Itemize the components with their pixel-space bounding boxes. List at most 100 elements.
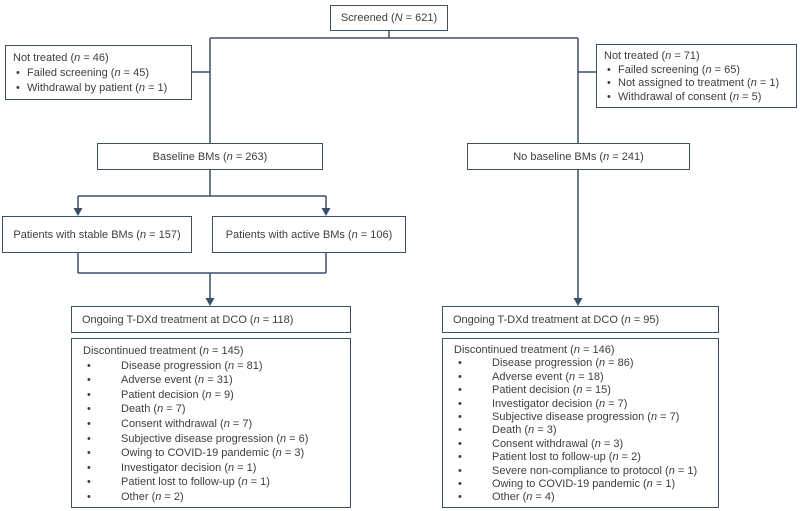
list-item-text: Owing to COVID-19 pandemic (n = 1) (492, 478, 676, 491)
ongoing-treatment-right-box: Ongoing T-DXd treatment at DCO (n = 95) (442, 306, 719, 333)
list-item: • Subjective disease progression (n = 7) (454, 411, 712, 424)
not-treated-left-box: Not treated (n = 46) • Failed screening … (5, 45, 192, 100)
no-baseline-bms-box: No baseline BMs (n = 241) (467, 143, 690, 170)
bullet-icon: • (458, 370, 462, 383)
bullet-icon: • (16, 82, 20, 94)
arrowhead-stable (73, 208, 83, 216)
list-item-text: Patient lost to follow-up (n = 2) (492, 451, 641, 464)
list-item-text: Investigator decision (n = 7) (492, 397, 628, 410)
discontinued-right-box: Discontinued treatment (n = 146) • Diseas… (442, 338, 719, 508)
list-item: •Adverse event (n = 31) (83, 373, 344, 388)
list-item: • Patient lost to follow-up (n = 2) (454, 451, 712, 464)
list-item-text: Disease progression (n = 81) (121, 359, 263, 372)
list-item: • Death (n = 3) (454, 424, 712, 437)
list-item-text: Patient lost to follow-up (n = 1) (121, 476, 270, 489)
discontinued-left-title: Discontinued treatment (n = 145) (83, 345, 244, 357)
list-item-text: Adverse event (n = 18) (492, 370, 604, 383)
active-bms-box: Patients with active BMs (n = 106) (212, 216, 406, 253)
list-item: • Investigator decision (n = 1) (83, 461, 344, 476)
bullet-icon: • (458, 437, 462, 450)
not-treated-right-title: Not treated (n = 71) (604, 50, 700, 62)
list-item-text: Adverse event (n = 31) (121, 374, 233, 387)
list-item-text: Failed screening (n = 45) (27, 67, 149, 79)
not-treated-right-box: Not treated (n = 71) • Failed screening … (596, 44, 797, 108)
list-item-text: Withdrawal of consent (n = 5) (618, 90, 762, 103)
list-item: • Failed screening (n = 65) (604, 64, 790, 78)
bullet-icon: • (87, 476, 91, 489)
ongoing-treatment-left-box: Ongoing T-DXd treatment at DCO (n = 118) (71, 306, 351, 333)
not-treated-left-title: Not treated (n = 46) (13, 52, 109, 64)
stable-bms-box: Patients with stable BMs (n = 157) (2, 216, 192, 253)
baseline-bms-label: Baseline BMs (n = 263) (152, 150, 268, 163)
list-item: • Disease progression (n = 81) (83, 359, 344, 374)
list-item-text: Withdrawal by patient (n = 1) (27, 82, 168, 94)
discontinued-right-title: Discontinued treatment (n = 146) (454, 344, 615, 356)
list-item-text: Severe non-compliance to protocol (n = 1… (492, 464, 698, 477)
list-item: • Not assigned to treatment (n = 1) (604, 77, 790, 91)
list-item: • Owing to COVID-19 pandemic (n = 1) (454, 478, 712, 491)
list-item: • Investigator decision (n = 7) (454, 398, 712, 411)
bullet-icon: • (458, 411, 462, 424)
bullet-icon: • (607, 63, 611, 76)
bullet-icon: • (16, 67, 20, 79)
list-item-text: Owing to COVID-19 pandemic (n = 3) (121, 447, 305, 460)
bullet-icon: • (607, 77, 611, 89)
list-item-text: Death (n = 7) (121, 403, 186, 416)
list-item-text: Other (n = 4) (492, 491, 555, 504)
connector-path (77, 31, 596, 299)
list-item: • Patient lost to follow-up (n = 1) (83, 475, 344, 490)
list-item: • Patient decision (n = 9) (83, 388, 344, 403)
list-item: • Patient decision (n = 15) (454, 384, 712, 397)
arrowhead-ongoing-right (573, 298, 583, 306)
list-item: • Consent withdrawal (n = 3) (454, 438, 712, 451)
list-item-text: Investigator decision (n = 1) (121, 461, 257, 474)
screened-box: Screened (N = 621) (330, 5, 448, 31)
list-item-text: Patient decision (n = 15) (492, 384, 611, 397)
list-item: • Subjective disease progression (n = 6) (83, 432, 344, 447)
list-item-text: Not assigned to treatment (n = 1) (618, 77, 780, 89)
bullet-icon: • (87, 490, 91, 503)
discontinued-left-box: Discontinued treatment (n = 145) • Diseas… (71, 338, 351, 508)
bullet-icon: • (458, 464, 462, 477)
list-item-text: Other (n = 2) (121, 490, 184, 503)
list-item-text: Disease progression (n = 86) (492, 357, 634, 370)
bullet-icon: • (458, 384, 462, 397)
list-item: • Adverse event (n = 18) (454, 371, 712, 384)
ongoing-treatment-left-label: Ongoing T-DXd treatment at DCO (n = 118) (82, 313, 294, 326)
list-item: • Consent withdrawal (n = 7) (83, 417, 344, 432)
ongoing-treatment-right-label: Ongoing T-DXd treatment at DCO (n = 95) (453, 313, 660, 326)
list-item: • Other (n = 4) (454, 491, 712, 504)
list-item: • Withdrawal by patient (n = 1) (13, 81, 185, 96)
bullet-icon: • (458, 451, 462, 464)
bullet-icon: • (458, 357, 462, 370)
list-item-text: Subjective disease progression (n = 6) (121, 432, 309, 445)
bullet-icon: • (87, 447, 91, 460)
list-item: • Death (n = 7) (83, 402, 344, 417)
bullet-icon: • (458, 478, 462, 491)
bullet-icon: • (87, 417, 91, 430)
bullet-icon: • (87, 461, 91, 474)
list-item-text: Patient decision (n = 9) (121, 388, 234, 401)
list-item: • Owing to COVID-19 pandemic (n = 3) (83, 446, 344, 461)
screened-label: Screened (N = 621) (340, 12, 438, 24)
bullet-icon: • (87, 388, 91, 401)
bullet-icon: • (87, 359, 91, 372)
list-item-text: Subjective disease progression (n = 7) (492, 411, 680, 424)
no-baseline-bms-label: No baseline BMs (n = 241) (513, 150, 644, 163)
list-item-text: Consent withdrawal (n = 7) (121, 417, 253, 430)
bullet-icon: • (87, 403, 91, 416)
bullet-icon: • (458, 397, 462, 410)
bullet-icon: • (458, 424, 462, 437)
bullet-icon: • (458, 491, 462, 504)
bullet-icon: • (607, 90, 611, 103)
list-item-text: Failed screening (n = 65) (618, 63, 740, 76)
bullet-icon: • (87, 432, 91, 445)
stable-bms-label: Patients with stable BMs (n = 157) (13, 228, 181, 241)
list-item: • Severe non-compliance to protocol (n = … (454, 465, 712, 478)
list-item-text: Death (n = 3) (492, 424, 557, 437)
arrowhead-active (321, 208, 331, 216)
list-item-text: Consent withdrawal (n = 3) (492, 437, 624, 450)
baseline-bms-box: Baseline BMs (n = 263) (97, 143, 323, 170)
